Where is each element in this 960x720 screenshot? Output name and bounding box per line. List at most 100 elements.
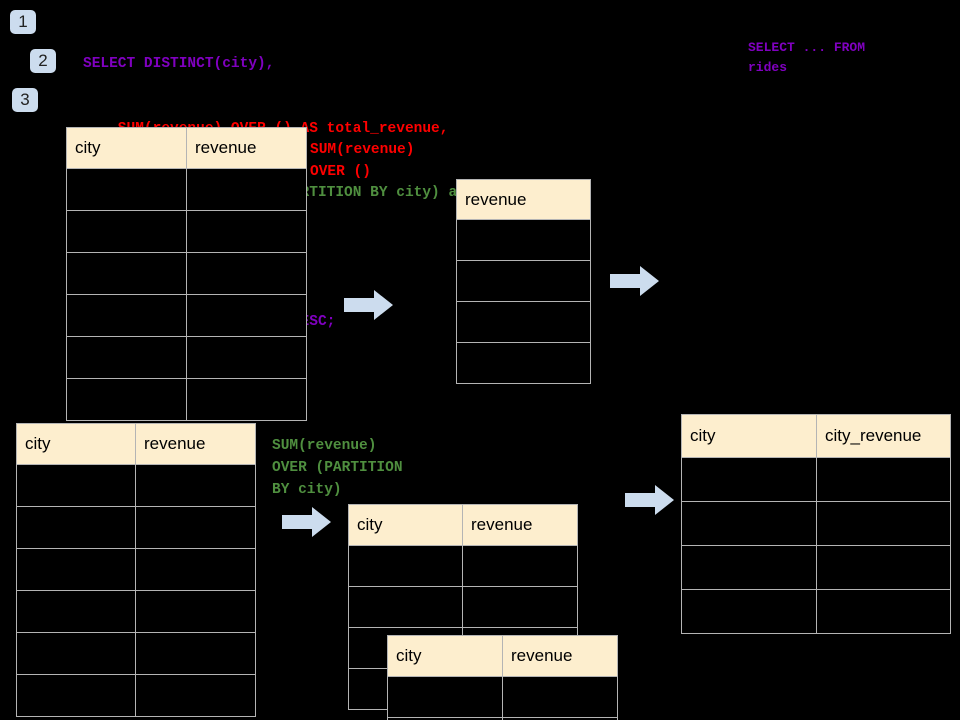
table-partitioned-front: city revenue	[387, 635, 618, 720]
table-row	[681, 589, 951, 634]
table-row	[348, 545, 578, 587]
step-badge-3: 3	[12, 88, 38, 112]
table-row	[66, 168, 307, 211]
cell	[186, 336, 307, 379]
table-row	[387, 676, 618, 718]
cell	[681, 501, 817, 546]
cell	[66, 210, 187, 253]
step-badge-1: 1	[10, 10, 36, 34]
table-header-row: city revenue	[66, 127, 307, 169]
arrow-right-icon-1	[344, 288, 394, 327]
cell	[66, 294, 187, 337]
table-rides-top: city revenue	[66, 127, 307, 421]
table-row	[16, 506, 256, 549]
cell	[681, 457, 817, 502]
table-rides-bottom: city revenue	[16, 423, 256, 717]
cell	[16, 590, 136, 633]
cell	[135, 590, 256, 633]
cell	[66, 336, 187, 379]
table-row	[348, 586, 578, 628]
cell	[16, 632, 136, 675]
cell	[816, 589, 951, 634]
table-header-row: city revenue	[16, 423, 256, 465]
step-badge-2: 2	[30, 49, 56, 73]
table-row	[456, 219, 591, 261]
table-row	[681, 501, 951, 546]
cell	[186, 168, 307, 211]
cell	[462, 545, 578, 587]
cell	[816, 457, 951, 502]
table-total-revenue: revenue	[456, 179, 591, 384]
table-row	[16, 632, 256, 675]
table-row	[387, 717, 618, 720]
column-header-city: city	[387, 635, 503, 677]
cell	[456, 301, 591, 343]
table-row	[66, 252, 307, 295]
cell	[186, 294, 307, 337]
table-row	[16, 674, 256, 717]
table-row	[681, 545, 951, 590]
cell	[135, 674, 256, 717]
cell	[387, 676, 503, 718]
cell	[135, 548, 256, 591]
column-header-revenue: revenue	[186, 127, 307, 169]
table-row	[66, 294, 307, 337]
table-row	[66, 378, 307, 421]
annotation-sum-over-partition: SUM(revenue) OVER (PARTITION BY city)	[272, 438, 403, 498]
table-row	[66, 336, 307, 379]
column-header-revenue: revenue	[462, 504, 578, 546]
cell	[456, 260, 591, 302]
cell	[456, 342, 591, 384]
table-header-row: city city_revenue	[681, 414, 951, 458]
column-header-city: city	[681, 414, 817, 458]
table-result-city-revenue: city city_revenue	[681, 414, 951, 634]
table-row	[16, 464, 256, 507]
column-header-city: city	[66, 127, 187, 169]
column-header-revenue: revenue	[456, 179, 591, 220]
column-header-city-revenue: city_revenue	[816, 414, 951, 458]
cell	[816, 545, 951, 590]
arrow-right-icon-2	[610, 264, 660, 303]
cell	[66, 252, 187, 295]
cell	[816, 501, 951, 546]
cell	[456, 219, 591, 261]
arrow-right-icon-3	[282, 505, 332, 544]
cell	[66, 168, 187, 211]
cell	[462, 586, 578, 628]
cell	[16, 506, 136, 549]
table-row	[66, 210, 307, 253]
table-row	[456, 260, 591, 302]
cell	[186, 210, 307, 253]
annotation-sum-over-empty: SUM(revenue) OVER ()	[310, 142, 415, 180]
sql-line-1: SELECT DISTINCT(city),	[83, 56, 275, 72]
cell	[66, 378, 187, 421]
cell	[16, 464, 136, 507]
cell	[135, 506, 256, 549]
table-row	[456, 342, 591, 384]
sql-snippet-select-from-rides: SELECT ... FROM rides	[748, 40, 873, 75]
table-row	[681, 457, 951, 502]
cell	[502, 676, 618, 718]
cell	[135, 464, 256, 507]
table-row	[456, 301, 591, 343]
cell	[186, 378, 307, 421]
column-header-revenue: revenue	[502, 635, 618, 677]
cell	[348, 545, 463, 587]
table-header-row: revenue	[456, 179, 591, 220]
table-header-row: city revenue	[387, 635, 618, 677]
cell	[681, 545, 817, 590]
column-header-city: city	[348, 504, 463, 546]
table-row	[16, 548, 256, 591]
cell	[16, 548, 136, 591]
table-row	[16, 590, 256, 633]
cell	[348, 586, 463, 628]
cell	[681, 589, 817, 634]
cell	[186, 252, 307, 295]
cell	[135, 632, 256, 675]
cell	[16, 674, 136, 717]
cell	[502, 717, 618, 720]
arrow-right-icon-4	[625, 483, 675, 522]
column-header-revenue: revenue	[135, 423, 256, 465]
column-header-city: city	[16, 423, 136, 465]
